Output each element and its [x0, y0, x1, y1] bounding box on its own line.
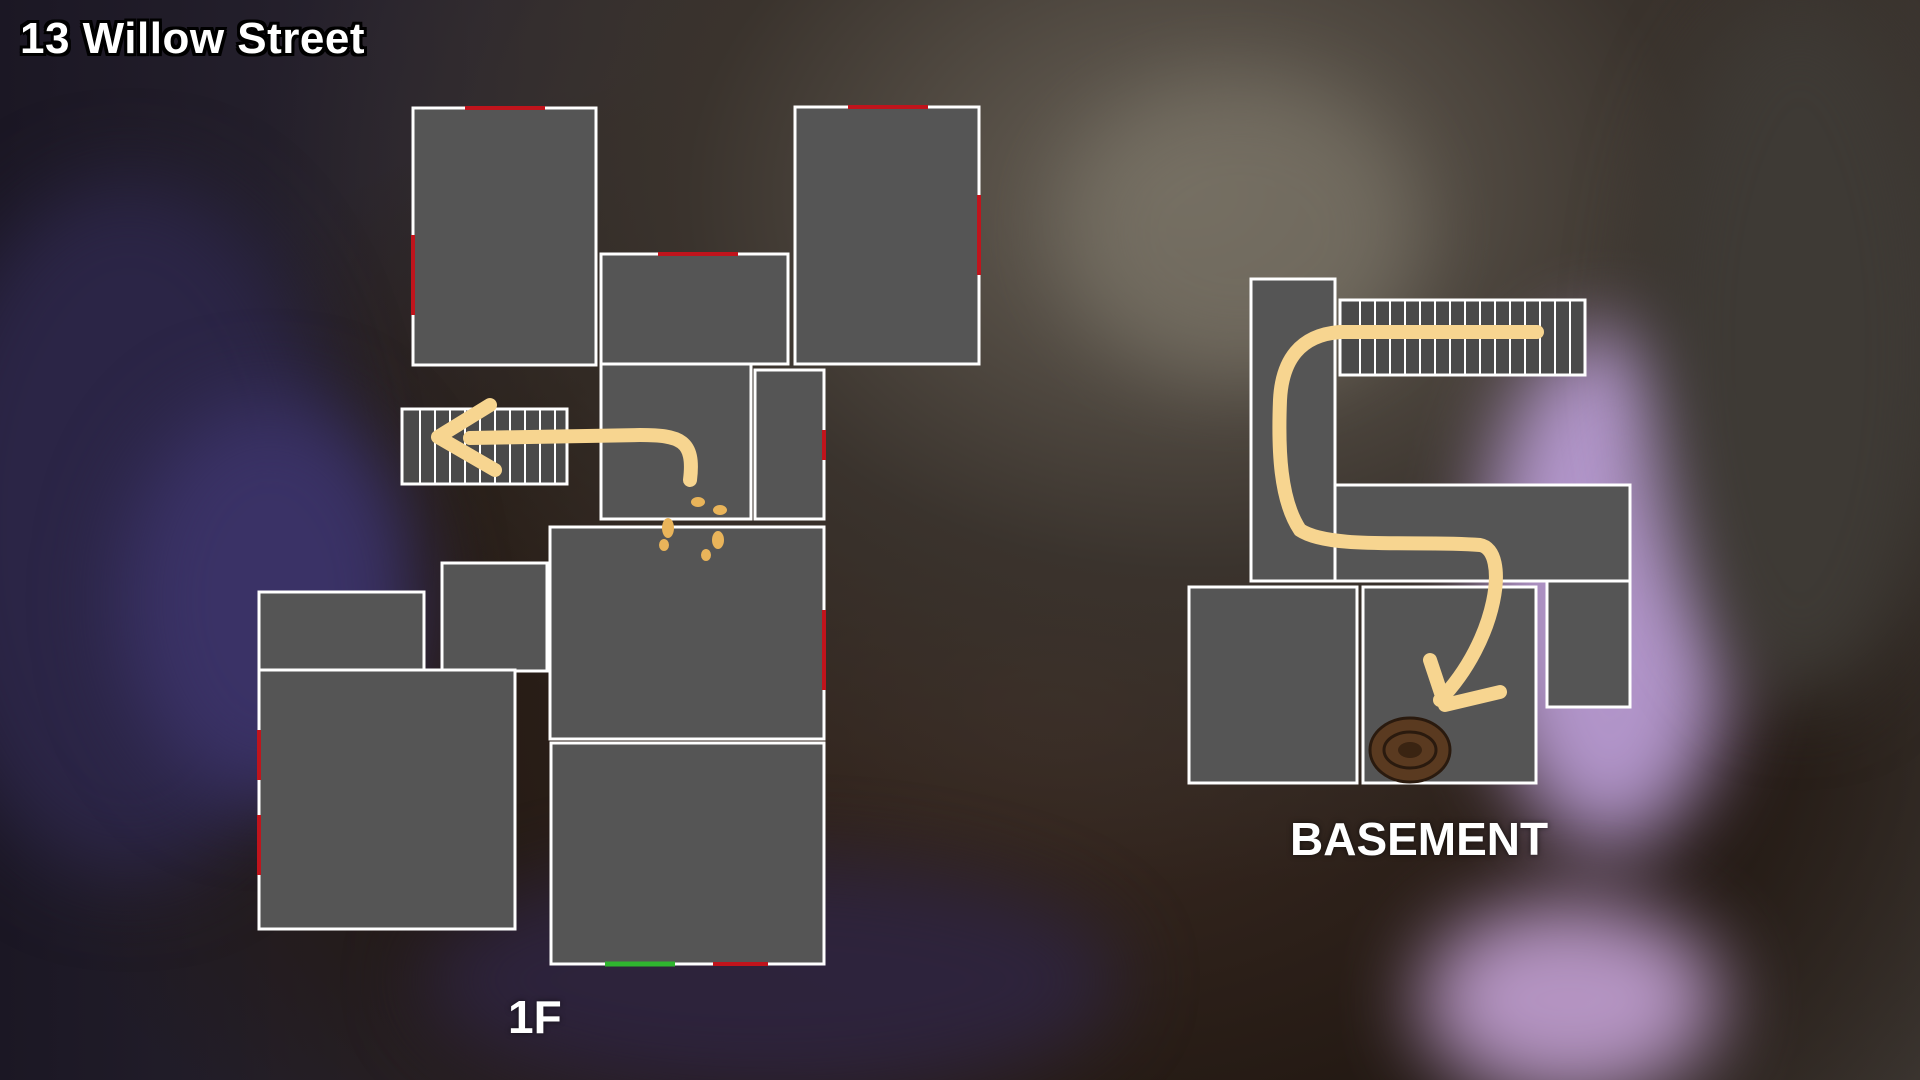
room-1f-middle: [440, 561, 549, 673]
room-basement-right-leg: [1545, 579, 1632, 709]
windows-1f: [257, 105, 981, 966]
footprints-icon: [659, 497, 727, 561]
room-1f-upper-hall: [599, 252, 790, 366]
room-1f-center: [548, 525, 826, 741]
room-1f-top-right: [793, 105, 981, 366]
room-1f-lower-left: [257, 668, 517, 931]
floor-label-1f: 1F: [508, 991, 562, 1043]
floor-plan-1f: [257, 105, 981, 966]
room-basement-right-wing: [1333, 483, 1632, 583]
route-arrowhead-basement: [1423, 653, 1507, 712]
room-1f-closet: [753, 368, 826, 521]
room-1f-top-left: [411, 106, 598, 367]
route-arrow-1f: [463, 427, 698, 487]
stairs-1f: [400, 407, 569, 486]
room-basement-left: [1187, 585, 1359, 785]
location-title: 13 Willow Street: [20, 14, 366, 63]
route-arrow-basement: [1272, 325, 1544, 707]
floor-label-basement: BASEMENT: [1290, 813, 1549, 865]
room-1f-middle-left: [257, 590, 426, 672]
bone-pile-icon: [1368, 716, 1452, 784]
route-arrowhead-1f: [431, 398, 502, 477]
room-1f-bottom: [549, 741, 826, 966]
floor-plan-basement: [1187, 277, 1632, 785]
